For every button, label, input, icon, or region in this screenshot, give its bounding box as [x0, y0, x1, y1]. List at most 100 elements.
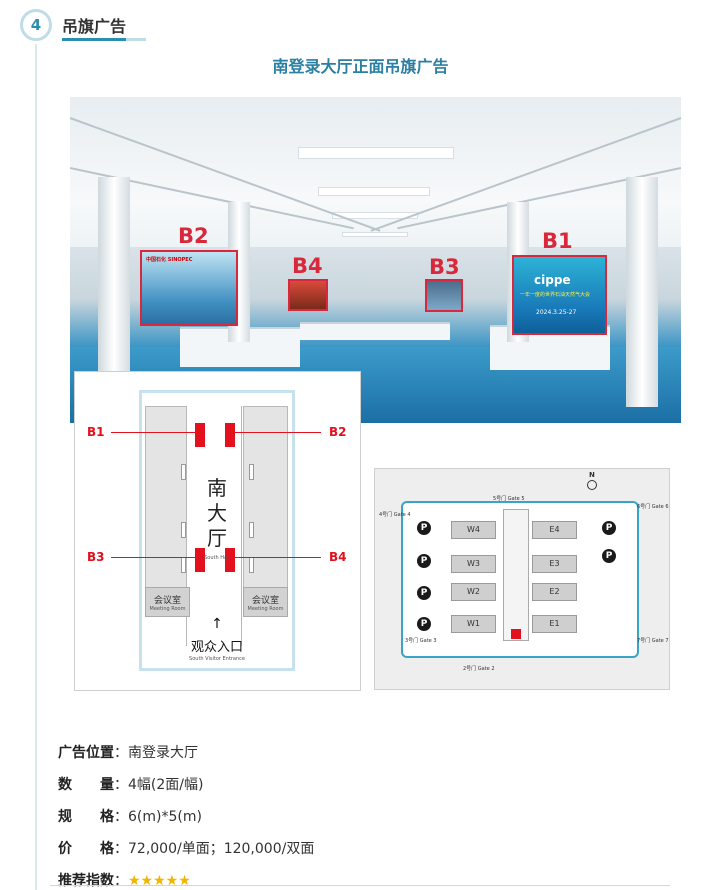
parking-icon: P	[417, 521, 431, 535]
plan-label-b3: B3	[87, 550, 105, 564]
hall-w4: W4	[451, 521, 496, 539]
pillar	[98, 177, 130, 377]
b4-pointer	[235, 557, 321, 558]
skylight	[342, 232, 408, 237]
skylight	[318, 187, 430, 196]
label-b3: B3	[429, 255, 460, 279]
banner-b1-date: 2024.3.25-27	[536, 309, 577, 316]
info-label: 价 格	[58, 841, 114, 857]
parking-icon: P	[417, 617, 431, 631]
meeting-room-label-en: Meeting Room	[149, 606, 186, 612]
page-title: 南登录大厅正面吊旗广告	[272, 57, 449, 76]
skylight	[298, 147, 454, 159]
b1-pointer	[111, 432, 195, 433]
hall-e1: E1	[532, 615, 577, 633]
meeting-room-label: 会议室	[251, 596, 279, 606]
meeting-room-label: 会议室	[153, 596, 181, 606]
gate-label: 4号门 Gate 4	[379, 512, 411, 518]
info-position: 广告位置：南登录大厅	[58, 742, 198, 762]
hall-name: 南 大 厅	[202, 476, 232, 551]
south-hall-floor-plan: B1 B2 B3 B4 南 大 厅 South Hall 会议室 Meeting…	[74, 371, 361, 691]
meeting-room-label-en: Meeting Room	[247, 606, 284, 612]
hall-name-char: 厅	[207, 526, 227, 550]
info-spec: 规 格：6(m)*5(m)	[58, 806, 202, 826]
meeting-room-left: 会议室 Meeting Room	[145, 587, 190, 617]
compass-icon	[587, 480, 597, 490]
b3-pointer	[111, 557, 195, 558]
hall-outline	[139, 390, 295, 671]
parking-icon: P	[417, 554, 431, 568]
parking-icon: P	[602, 521, 616, 535]
plan-label-b4: B4	[329, 550, 347, 564]
skylight	[332, 212, 418, 219]
booth	[300, 322, 450, 340]
window	[249, 522, 254, 538]
south-hall-marker	[511, 629, 521, 639]
gate-label: 5号门 Gate 5	[493, 496, 525, 502]
info-label: 数 量	[58, 777, 114, 793]
parking-icon: P	[602, 549, 616, 563]
north-label: N	[589, 471, 595, 479]
section-side-rule	[35, 44, 37, 890]
info-rating: 推荐指数：★★★★★	[58, 870, 191, 890]
banner-b3	[425, 279, 463, 312]
banner-marker-b1	[195, 423, 205, 447]
hall-name-en: South Hall	[204, 555, 230, 561]
label-b2: B2	[178, 224, 209, 248]
info-value: ：南登录大厅	[114, 745, 198, 761]
section-title: 吊旗广告	[62, 17, 127, 36]
b2-pointer	[235, 432, 321, 433]
info-quantity: 数 量：4幅(2面/幅)	[58, 774, 203, 794]
banner-marker-b3	[195, 548, 205, 572]
banner-b4	[288, 279, 328, 311]
info-label: 广告位置	[58, 745, 114, 761]
hall-w2: W2	[451, 583, 496, 601]
hall-photo: 中国石化 SINOPEC cippe 一年一度的世界石油天然气大会 2024.3…	[70, 97, 681, 423]
entrance-arrow-icon: ↑	[211, 616, 223, 632]
hall-e2: E2	[532, 583, 577, 601]
banner-marker-b2	[225, 423, 235, 447]
hall-name-char: 大	[207, 501, 227, 525]
section-title-underline	[62, 38, 146, 41]
parking-icon: P	[417, 586, 431, 600]
hall-e4: E4	[532, 521, 577, 539]
entrance-label: 观众入口	[190, 640, 243, 655]
central-spine	[503, 509, 529, 641]
window	[181, 522, 186, 538]
label-b1: B1	[542, 229, 573, 253]
gate-label: 3号门 Gate 3	[405, 638, 437, 644]
pillar	[626, 177, 658, 407]
window	[249, 464, 254, 480]
banner-b1: cippe 一年一度的世界石油天然气大会 2024.3.25-27	[512, 255, 607, 335]
info-value: ：	[114, 873, 128, 889]
info-label: 推荐指数	[58, 873, 114, 889]
gate-label: 6号门 Gate 6	[637, 504, 669, 510]
gate-label: 2号门 Gate 2	[463, 666, 495, 672]
info-value: ：6(m)*5(m)	[114, 809, 202, 825]
banner-b2-text: 中国石化 SINOPEC	[146, 257, 193, 263]
label-b4: B4	[292, 254, 323, 278]
info-label: 规 格	[58, 809, 114, 825]
section-header: 4 吊旗广告	[20, 8, 126, 42]
banner-b2: 中国石化 SINOPEC	[140, 250, 238, 326]
plan-label-b2: B2	[329, 425, 347, 439]
info-value: ：72,000/单面；120,000/双面	[114, 841, 315, 857]
divider	[50, 885, 670, 886]
window	[181, 464, 186, 480]
hall-w3: W3	[451, 555, 496, 573]
hall-name-char: 南	[207, 476, 227, 500]
right-wing	[243, 406, 288, 616]
left-wing	[145, 406, 190, 616]
info-price: 价 格：72,000/单面；120,000/双面	[58, 838, 314, 858]
section-number-badge: 4	[20, 9, 52, 41]
banner-b1-text: 一年一度的世界石油天然气大会	[520, 292, 591, 298]
gate-label: 7号门 Gate 7	[637, 638, 669, 644]
entrance-label-en: South Visitor Entrance	[189, 656, 245, 662]
banner-marker-b4	[225, 548, 235, 572]
site-map: N W4 W3 W2 W1 E4 E3 E2 E1 P P P P P P 5号…	[374, 468, 670, 690]
meeting-room-right: 会议室 Meeting Room	[243, 587, 288, 617]
window	[249, 557, 254, 573]
ceiling	[70, 97, 681, 247]
banner-b1-brand: cippe	[534, 273, 571, 287]
info-value: ：4幅(2面/幅)	[114, 777, 204, 793]
